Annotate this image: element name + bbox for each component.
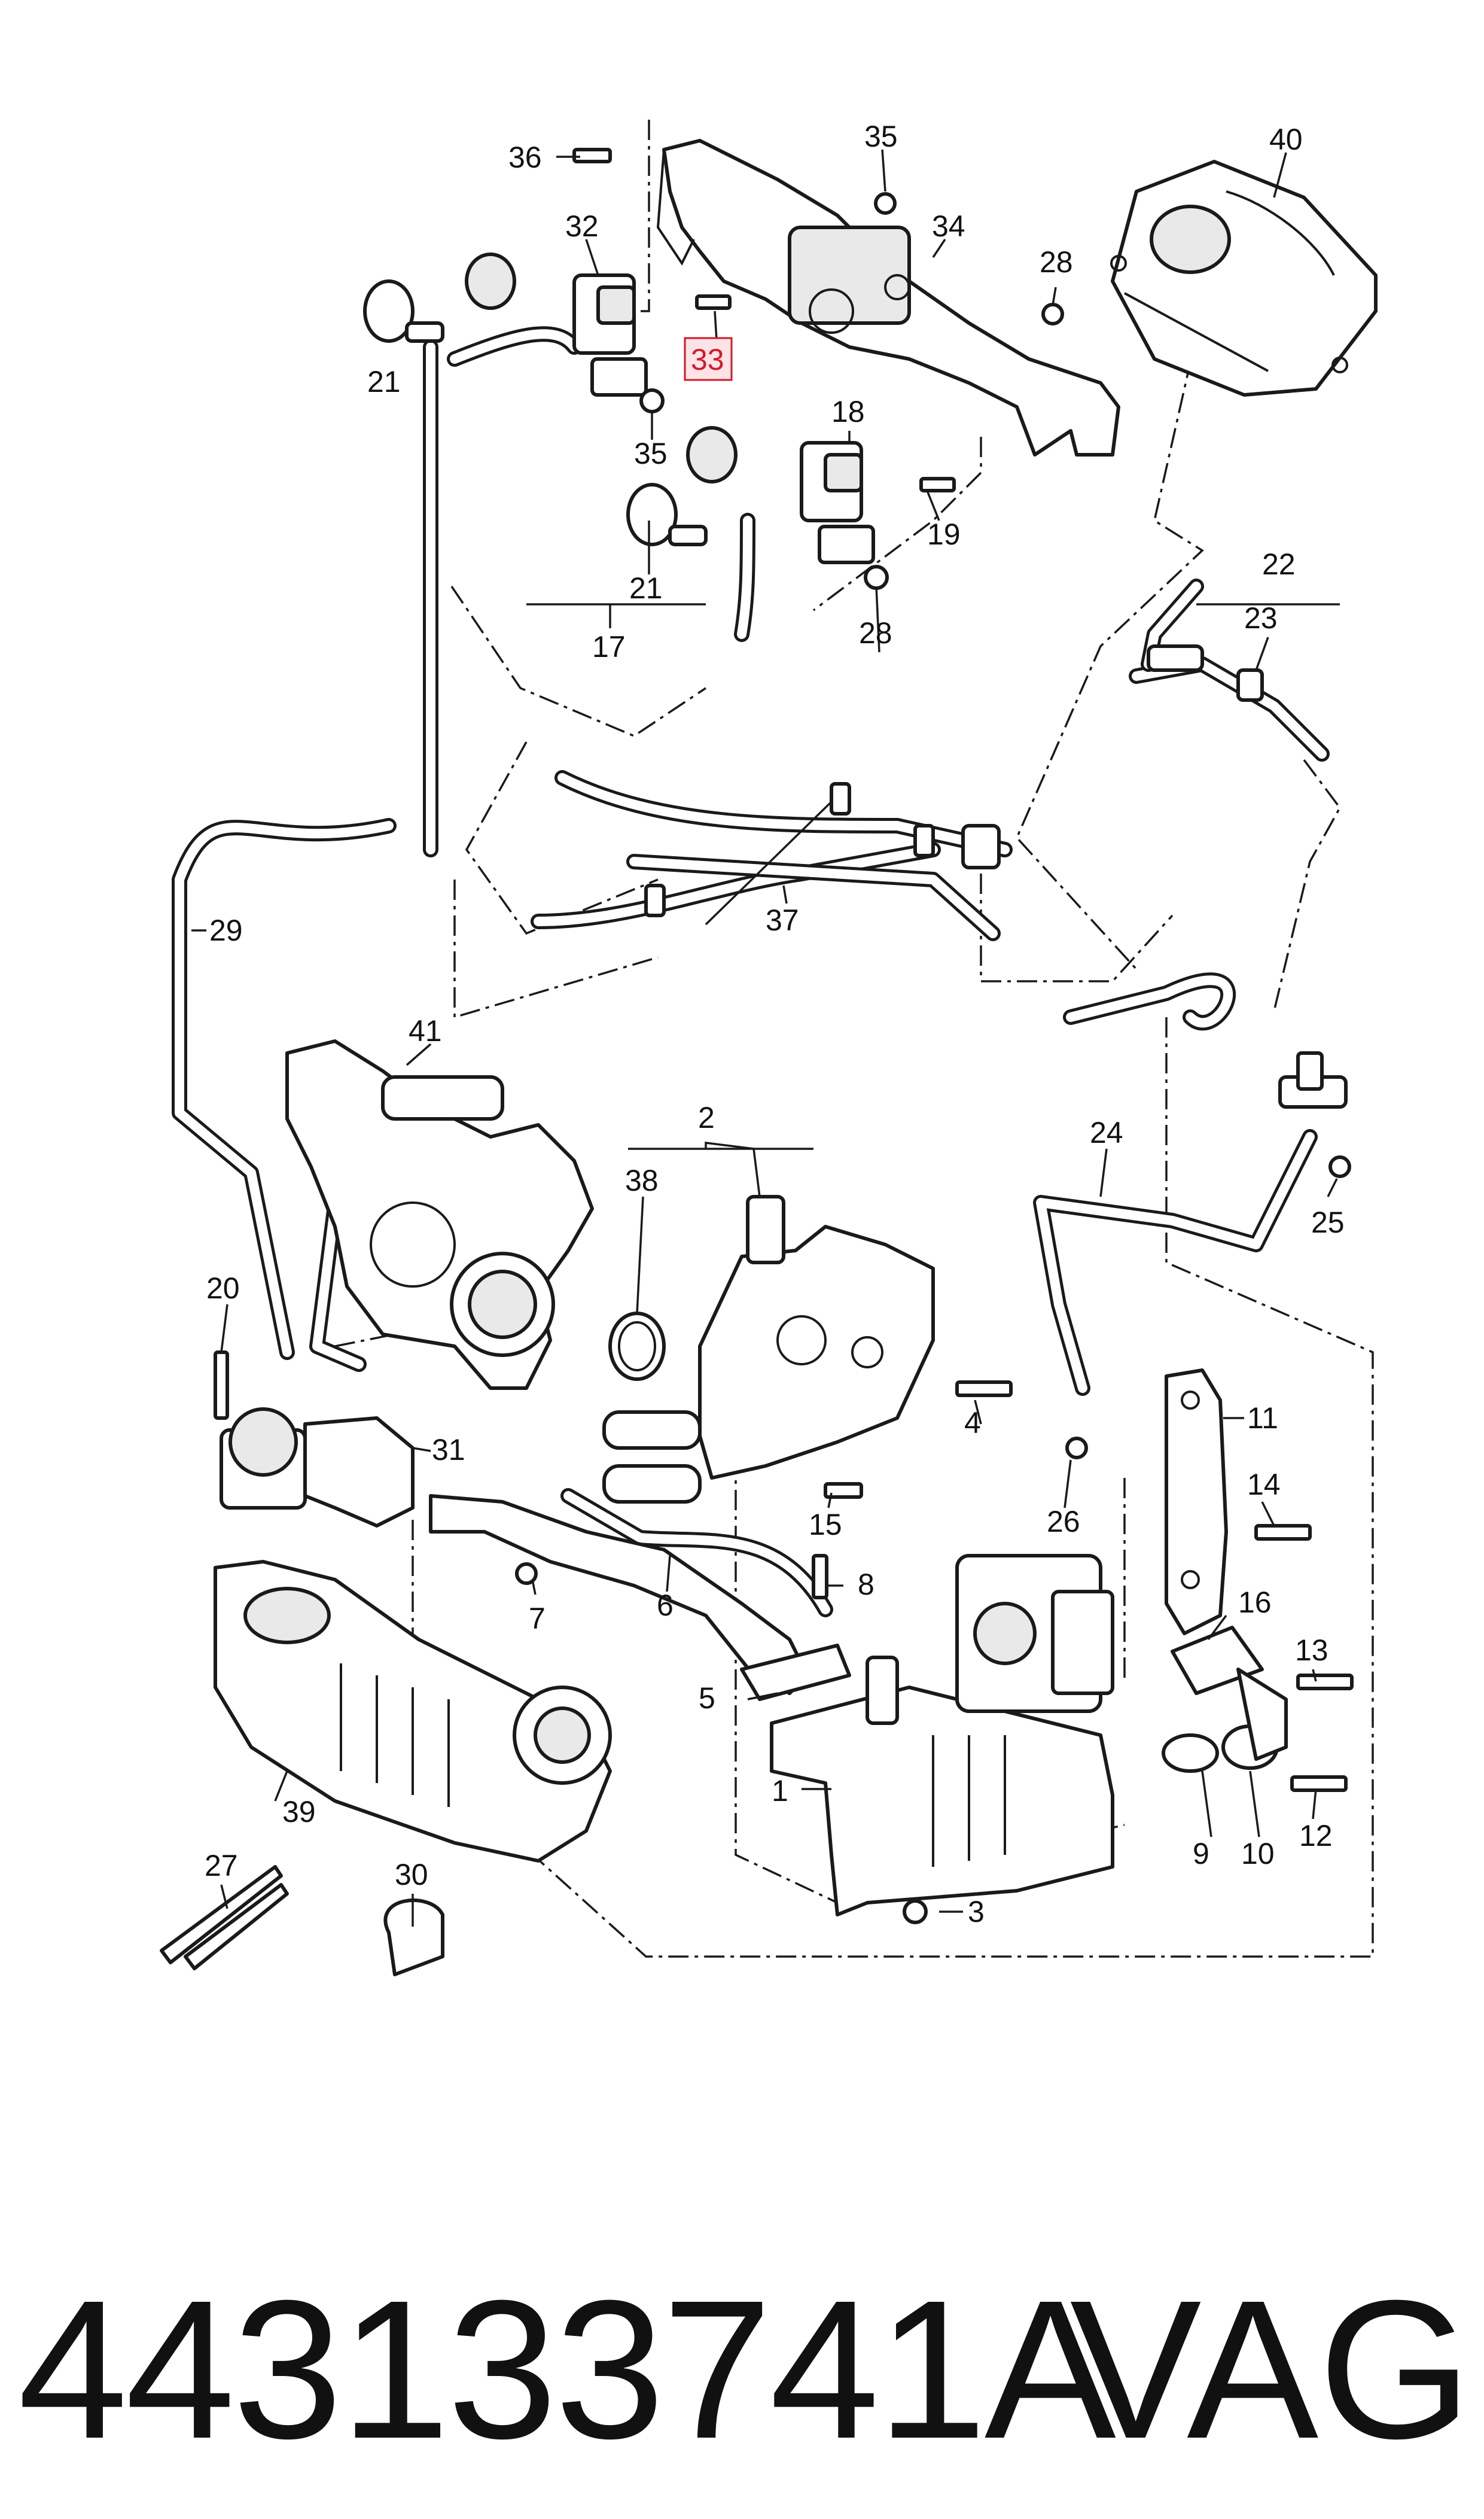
callout-19: 19 (927, 518, 961, 551)
part-11-heat-shield (1165, 1368, 1228, 1635)
electrical-connectors (465, 252, 738, 483)
callout-11: 11 (1247, 1401, 1278, 1435)
callout-10: 10 (1241, 1837, 1275, 1870)
part-22-23-tee-connectors (1147, 644, 1264, 702)
callout-20: 20 (206, 1271, 240, 1305)
callout-21-lower: 21 (629, 571, 663, 605)
callout-26: 26 (1047, 1505, 1080, 1538)
callout-37: 37 (766, 903, 799, 937)
part-2-egr-housing (602, 1195, 935, 1504)
callout-40: 40 (1269, 123, 1303, 156)
part-21-check-valve-upper (363, 279, 444, 343)
callout-41: 41 (409, 1014, 442, 1048)
part-41-turbocharger (285, 1039, 594, 1390)
callout-27: 27 (205, 1849, 238, 1882)
callout-7: 7 (529, 1602, 546, 1635)
part-info-footer: 443133741A VAG (0, 2250, 1484, 2489)
callout-9: 9 (1193, 1837, 1209, 1870)
callout-28-lower: 28 (859, 616, 892, 650)
callout-6: 6 (657, 1589, 674, 1622)
fasteners (214, 148, 1354, 1924)
exploded-parts-diagram: 1 2 3 4 5 6 7 8 9 10 11 12 13 14 15 16 1… (160, 120, 1378, 1976)
vacuum-hoses (172, 326, 1330, 1617)
part-30-hose-clamp (383, 1899, 444, 1976)
part-39-intake-manifold (214, 1560, 612, 1863)
callout-8: 8 (858, 1568, 874, 1601)
callout-4: 4 (964, 1406, 981, 1440)
callout-30: 30 (395, 1858, 428, 1891)
part-1-egr-cooler (770, 1554, 1114, 1916)
callout-5: 5 (699, 1681, 715, 1715)
callout-29: 29 (209, 914, 243, 947)
gaskets (740, 1626, 1288, 1773)
callout-17: 17 (592, 630, 626, 664)
callout-38: 38 (625, 1164, 659, 1197)
part-18-solenoid-valve (800, 441, 875, 564)
brand-name: VAG (1069, 2259, 1472, 2480)
part-21-check-valve-lower (626, 483, 708, 546)
callout-2: 2 (698, 1101, 715, 1134)
callout-28-upper: 28 (1040, 245, 1073, 279)
part-25-connector (1278, 1051, 1348, 1109)
callout-25: 25 (1311, 1206, 1345, 1239)
callout-39: 39 (282, 1795, 316, 1829)
callout-labels: 1 2 3 4 5 6 7 8 9 10 11 12 13 14 15 16 1… (205, 120, 1345, 1928)
callout-12: 12 (1299, 1819, 1333, 1852)
callout-24: 24 (1090, 1116, 1123, 1149)
part-27-cable-ties (160, 1865, 289, 1970)
callout-3: 3 (968, 1895, 985, 1928)
callout-36: 36 (508, 141, 542, 174)
callout-21-upper: 21 (367, 365, 401, 398)
callout-13: 13 (1295, 1633, 1328, 1667)
callout-34: 34 (932, 209, 965, 243)
part-34-bracket (656, 139, 1120, 457)
part-6-pipe (429, 1494, 809, 1695)
callout-14: 14 (1247, 1468, 1281, 1501)
part-38-o-ring (608, 1312, 666, 1381)
leader-lines (191, 149, 1340, 1927)
assembly-reference-lines (334, 120, 1374, 1958)
callout-31: 31 (432, 1433, 465, 1467)
callout-15: 15 (809, 1508, 842, 1541)
callout-32: 32 (565, 209, 599, 243)
part-number: 443133741A (18, 2259, 1116, 2480)
part-37-pipe-clips (644, 782, 1001, 917)
callout-33-highlighted: 33 (691, 343, 724, 376)
callout-35-lower: 35 (634, 437, 668, 470)
callout-22: 22 (1262, 547, 1296, 581)
callout-18: 18 (831, 395, 865, 428)
part-40-engine-cover (1110, 160, 1378, 397)
callout-35-upper: 35 (864, 120, 898, 153)
callout-16: 16 (1238, 1586, 1272, 1619)
callout-23: 23 (1244, 601, 1278, 635)
part-31-throttle-valve (220, 1407, 415, 1528)
callout-1: 1 (772, 1774, 788, 1808)
highlight-box-33 (684, 337, 733, 381)
part-32-solenoid-valve (572, 273, 648, 397)
